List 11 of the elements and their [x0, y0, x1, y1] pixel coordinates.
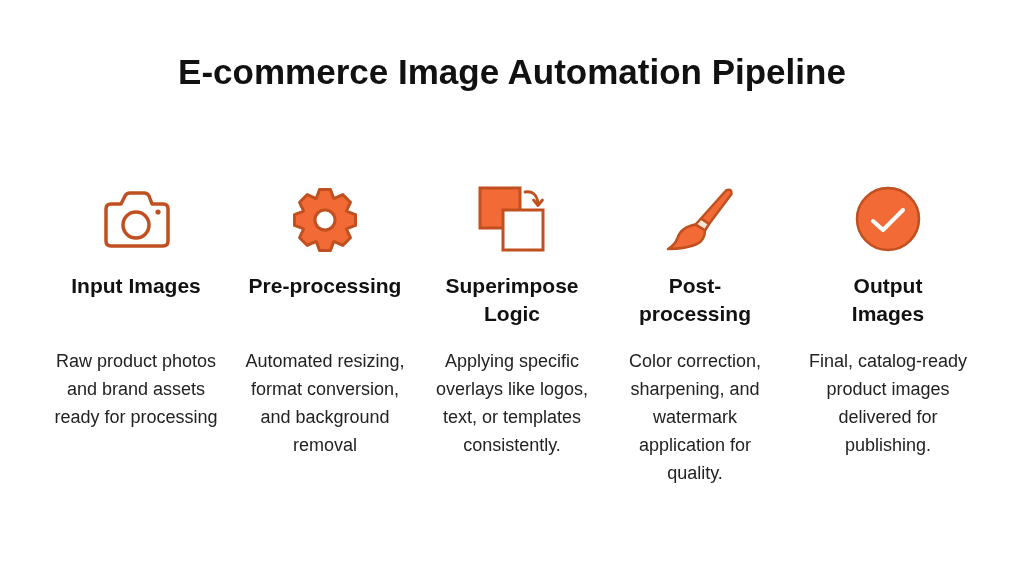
step-heading: Post-processing [637, 273, 752, 327]
step-description: Raw product photos and brand assets ready for processing [53, 350, 219, 429]
step-heading: Superimpose Logic [444, 273, 580, 327]
step-heading: Input Images [70, 273, 202, 299]
step-description: Final, catalog-ready product images delivered for publishing. [807, 350, 969, 457]
step-description: Automated resizing, format conversion, and background removal [244, 350, 406, 457]
diagram-title: E-commerce Image Automation Pipeline [177, 51, 847, 93]
step-description: Applying specific overlays like logos, text, or templates consistently. [434, 350, 590, 457]
step-description: Color correction, sharpening, and watermark application for quality. [627, 350, 762, 485]
step-heading: Pre-processing [247, 273, 403, 299]
step-heading: Output Images [850, 273, 926, 327]
